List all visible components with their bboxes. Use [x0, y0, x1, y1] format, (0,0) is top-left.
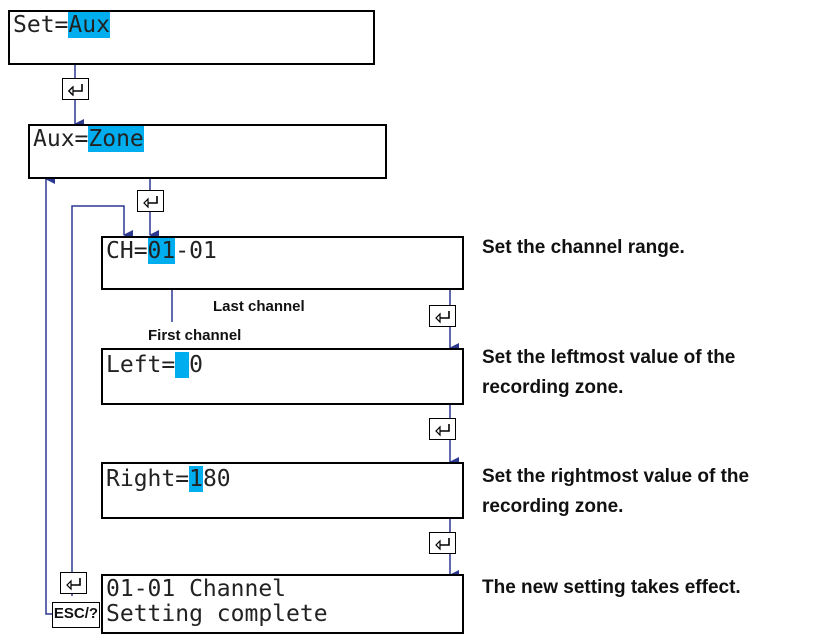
screen-right: Right=180	[101, 462, 464, 519]
label-first-channel: First channel	[148, 327, 242, 344]
screen-complete-line2: Setting complete	[106, 601, 328, 627]
screen-right-prefix: Right=	[106, 466, 190, 492]
screen-left-cursor	[175, 352, 190, 378]
screen-set-text: Set=Aux	[13, 12, 110, 38]
screen-channel: CH=01-01	[101, 236, 464, 290]
screen-set-prefix: Set=	[13, 12, 69, 38]
screen-channel-prefix: CH=	[106, 238, 148, 264]
enter-key-icon	[137, 190, 164, 212]
screen-right-suffix: 80	[202, 466, 231, 492]
desc-left-line1: Set the leftmost value of the	[482, 347, 736, 368]
screen-right-text: Right=180	[106, 466, 231, 492]
connector-esc-to-aux	[45, 174, 100, 615]
screen-aux-text: Aux=Zone	[33, 126, 144, 152]
screen-set-cursor: Aux	[68, 12, 110, 38]
desc-right-line2: recording zone.	[482, 496, 624, 517]
esc-key: ESC/?	[52, 602, 100, 628]
connector-loop-to-ch	[71, 205, 133, 596]
screen-right-cursor: 1	[189, 466, 203, 492]
screen-complete: 01-01 Channel Setting complete	[101, 574, 464, 634]
enter-key-icon	[429, 532, 456, 554]
screen-left-text: Left= 0	[106, 352, 203, 378]
screen-aux: Aux=Zone	[28, 124, 387, 179]
screen-channel-suffix: -01	[175, 238, 217, 264]
label-last-channel: Last channel	[213, 298, 305, 315]
desc-left-line2: recording zone.	[482, 377, 624, 398]
desc-effect: The new setting takes effect.	[482, 577, 741, 598]
enter-key-icon	[60, 572, 87, 594]
screen-channel-cursor: 01	[147, 238, 176, 264]
screen-left: Left= 0	[101, 348, 464, 405]
screen-left-suffix: 0	[189, 352, 203, 378]
desc-channel: Set the channel range.	[482, 237, 685, 258]
screen-set: Set=Aux	[8, 10, 375, 65]
screen-aux-cursor: Zone	[88, 126, 144, 152]
desc-right-line1: Set the rightmost value of the	[482, 466, 750, 487]
enter-key-icon	[429, 418, 456, 440]
screen-aux-prefix: Aux=	[33, 126, 89, 152]
screen-left-prefix: Left=	[106, 352, 176, 378]
screen-complete-line1: 01-01 Channel	[106, 576, 287, 602]
screen-channel-text: CH=01-01	[106, 238, 217, 264]
enter-key-icon	[429, 305, 456, 327]
enter-key-icon	[62, 78, 89, 100]
